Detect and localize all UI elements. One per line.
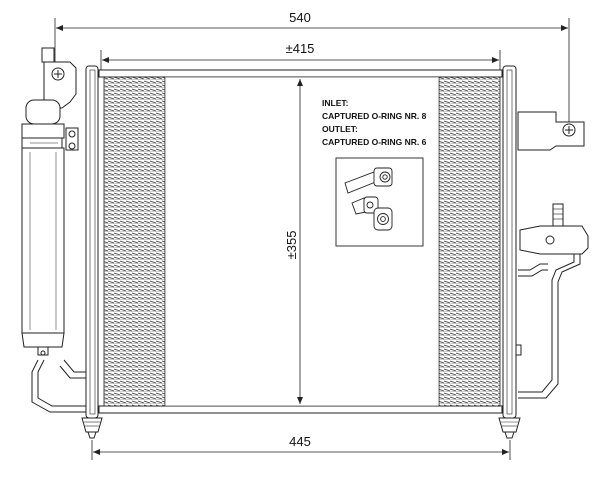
core-height-label: ±355 [284, 231, 299, 260]
dim-core-width [100, 50, 501, 70]
right-bracket [517, 111, 585, 151]
left-header-tank [81, 65, 103, 439]
inlet-title: INLET: [322, 98, 349, 108]
fitting-detail [335, 157, 424, 247]
core-width-label: ±415 [286, 41, 315, 56]
outlet-title: OUTLET: [322, 124, 358, 134]
dim-overall-width [54, 18, 570, 125]
right-pipe [518, 254, 581, 399]
bottom-width-label: 445 [289, 434, 311, 449]
fin-area-right [438, 76, 501, 407]
dim-bottom-width [91, 440, 511, 460]
right-outlet-fitting [519, 203, 589, 255]
receiver-drier [21, 99, 79, 356]
left-bracket [41, 47, 77, 109]
right-header-tank [498, 65, 522, 439]
overall-width-label: 540 [289, 10, 311, 25]
outlet-detail: CAPTURED O-RING NR. 6 [322, 137, 427, 147]
fin-area-left [103, 76, 166, 407]
inlet-detail: CAPTURED O-RING NR. 8 [322, 111, 427, 121]
left-pipe [31, 359, 86, 413]
